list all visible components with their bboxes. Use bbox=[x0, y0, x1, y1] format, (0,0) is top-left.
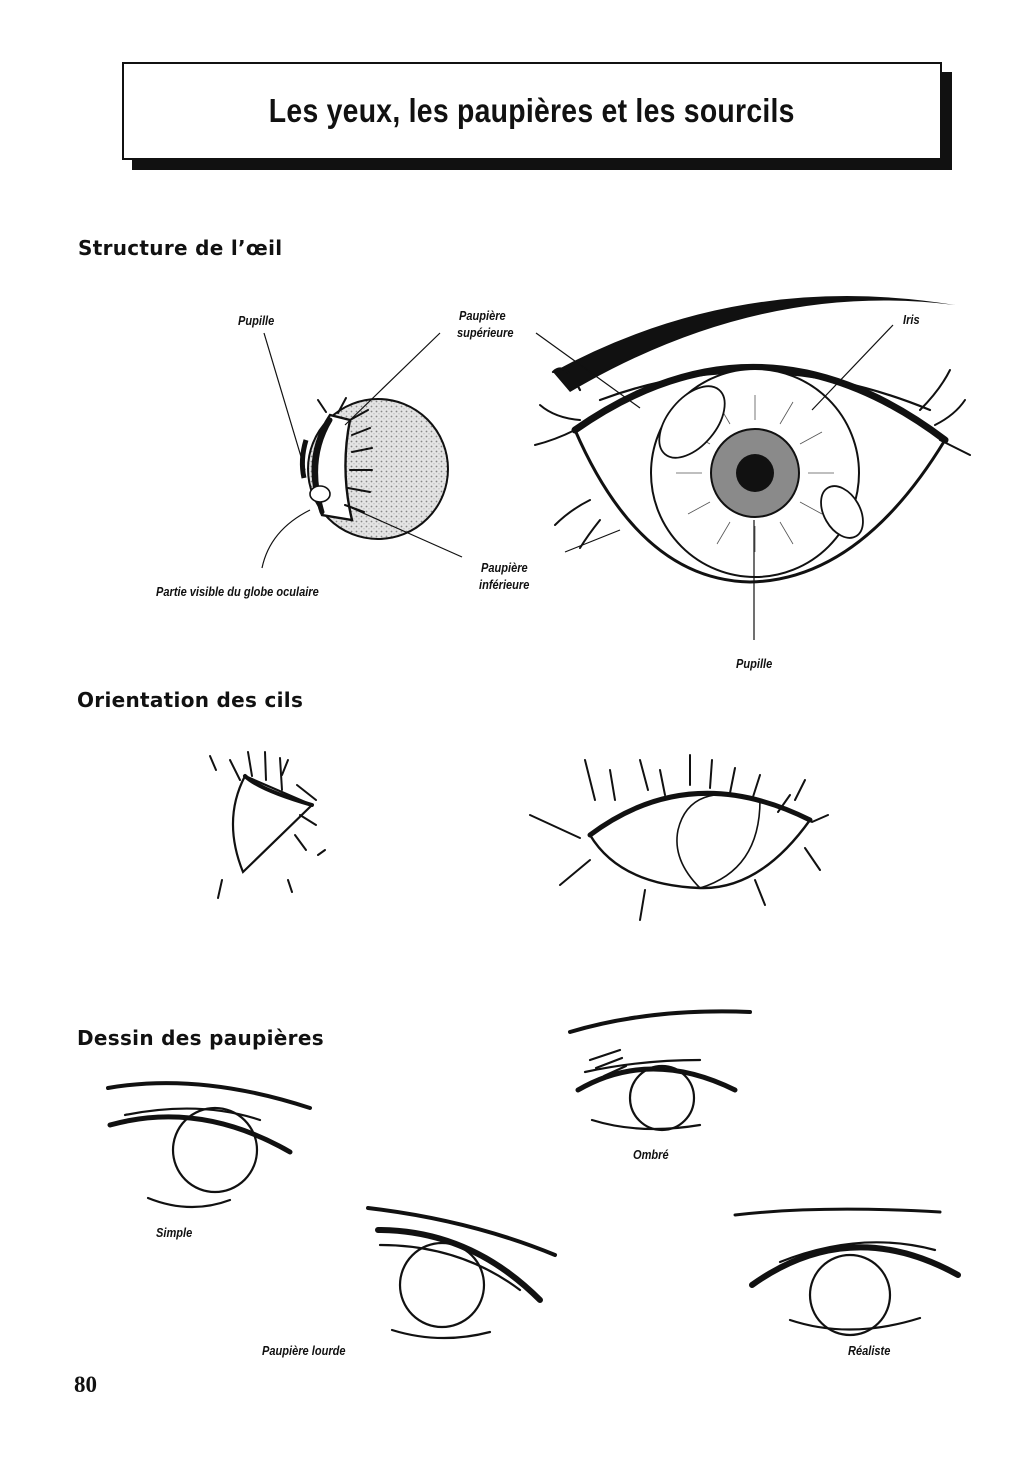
label-paupiere-sup-2: supérieure bbox=[457, 325, 514, 340]
label-ombre: Ombré bbox=[633, 1147, 669, 1162]
page-title: Les yeux, les paupières et les sourcils bbox=[269, 92, 795, 129]
eyelid-simple-drawing bbox=[106, 1081, 312, 1209]
label-simple: Simple bbox=[156, 1225, 193, 1240]
label-pupille-right: Pupille bbox=[736, 656, 773, 671]
label-paupiere-inf-1: Paupière bbox=[481, 560, 528, 575]
lashes-side-drawing bbox=[209, 751, 326, 899]
heading-orientation: Orientation des cils bbox=[77, 688, 304, 712]
label-paupiere-inf-2: inférieure bbox=[479, 577, 530, 592]
label-iris: Iris bbox=[903, 312, 920, 327]
label-realiste: Réaliste bbox=[848, 1343, 891, 1358]
label-globe-visible: Partie visible du globe oculaire bbox=[156, 584, 319, 599]
title-box: Les yeux, les paupières et les sourcils bbox=[122, 62, 942, 160]
label-lourde: Paupière lourde bbox=[262, 1343, 346, 1358]
heading-structure: Structure de l’œil bbox=[78, 236, 283, 260]
heading-paupieres: Dessin des paupières bbox=[77, 1026, 324, 1050]
label-pupille-left: Pupille bbox=[238, 313, 275, 328]
eye-front-drawing bbox=[534, 296, 971, 584]
eyelid-realistic-drawing bbox=[733, 1207, 961, 1337]
eyelid-heavy-drawing bbox=[366, 1206, 557, 1340]
page-number: 80 bbox=[74, 1372, 97, 1397]
lashes-front-drawing bbox=[529, 754, 829, 921]
label-paupiere-sup-1: Paupière bbox=[459, 308, 506, 323]
eyelid-shaded-drawing bbox=[568, 1009, 752, 1132]
eyeball-side-drawing bbox=[299, 397, 449, 540]
leader-lines-structure bbox=[261, 324, 894, 640]
